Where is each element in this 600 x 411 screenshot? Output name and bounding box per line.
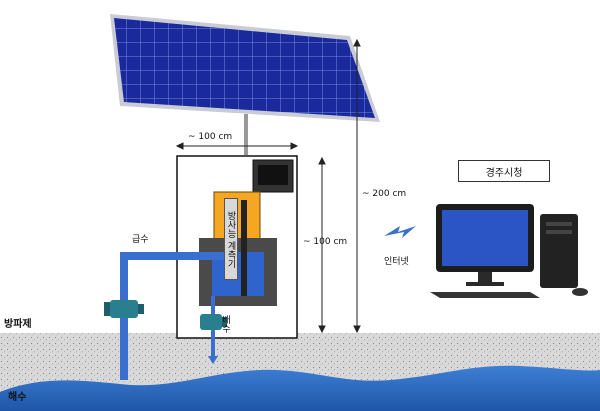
total-height-dimension-label: ~ 200 cm [362, 189, 407, 199]
seawater-label: 해수 [8, 392, 27, 403]
internet-label: 인터넷 [384, 257, 409, 267]
pump-icon [200, 314, 227, 330]
radiation-meter-label: 방사능 계측기 [224, 198, 238, 280]
pump-icon [104, 300, 144, 318]
lightning-signal-icon [384, 226, 416, 238]
city-hall-label: 경주시청 [458, 160, 550, 182]
supply-label: 급수 [132, 235, 149, 245]
box-height-dimension-label: ~ 100 cm [303, 237, 348, 247]
solar-panel-icon [110, 14, 380, 155]
supply-pipe [120, 252, 226, 380]
drain-label: 배수 [220, 315, 230, 333]
total-height-dimension [353, 38, 361, 334]
width-dimension [175, 142, 299, 150]
box-height-dimension [318, 156, 326, 334]
seawater [0, 365, 600, 411]
breakwater-label: 방파제 [4, 319, 32, 330]
desktop-computer-icon [430, 204, 588, 298]
width-dimension-label: ~ 100 cm [188, 132, 233, 142]
monitor-icon [252, 159, 294, 193]
